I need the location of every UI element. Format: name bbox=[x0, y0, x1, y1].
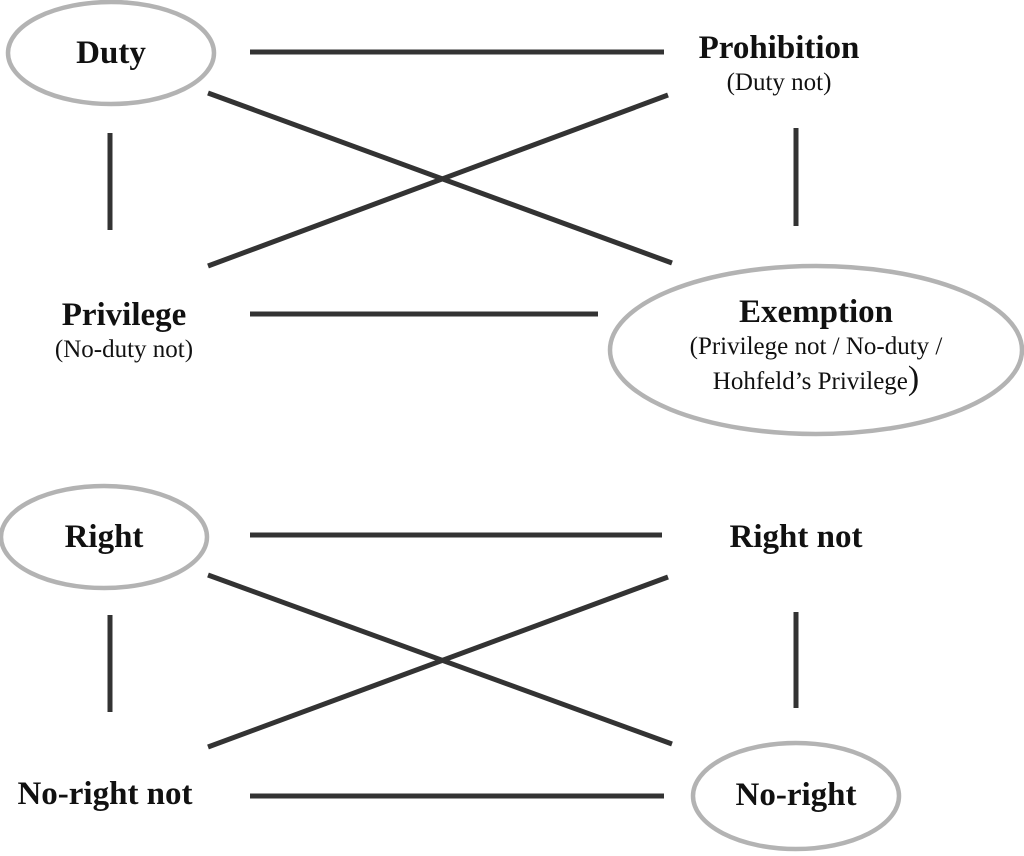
privilege-label: Privilege bbox=[61, 297, 187, 333]
privilege-prohibition-diagonal bbox=[207, 92, 669, 269]
duty-term: Duty bbox=[11, 34, 211, 72]
no-right-not-term: No-right not bbox=[0, 775, 210, 813]
exemption-gloss-line-2: Hohfeld’s Privilege bbox=[712, 368, 908, 395]
no-right-term: No-right bbox=[696, 776, 896, 814]
right-label: Right bbox=[64, 519, 144, 555]
privilege-term: Privilege (No-duty not) bbox=[4, 296, 244, 366]
exemption-label: Exemption bbox=[738, 294, 893, 330]
lower-square-highlights bbox=[0, 483, 902, 852]
privilege-gloss: (No-duty not) bbox=[54, 336, 194, 363]
prohibition-gloss: (Duty not) bbox=[726, 69, 832, 96]
right-term: Right bbox=[4, 518, 204, 556]
exemption-gloss-line-2-wrapper: Hohfeld’s Privilege) bbox=[626, 360, 1006, 398]
prohibition-term: Prohibition (Duty not) bbox=[664, 29, 894, 99]
prohibition-label: Prohibition bbox=[698, 30, 860, 66]
duty-label: Duty bbox=[76, 35, 146, 71]
right-oval bbox=[0, 483, 210, 591]
right-not-label: Right not bbox=[729, 519, 863, 555]
lower-square-connectors bbox=[107, 532, 799, 799]
right-not-term: Right not bbox=[686, 518, 906, 556]
no-right-label: No-right bbox=[735, 777, 857, 813]
no-right-not-label: No-right not bbox=[17, 776, 193, 812]
norightnot-rightnot-diagonal bbox=[207, 574, 669, 750]
exemption-gloss-close: ) bbox=[907, 360, 920, 397]
exemption-gloss-line-1: (Privilege not / No-duty / bbox=[689, 333, 943, 360]
noright-oval bbox=[690, 740, 902, 852]
duty-oval bbox=[5, 0, 217, 107]
exemption-term: Exemption (Privilege not / No-duty / Hoh… bbox=[626, 293, 1006, 398]
exemption-oval bbox=[607, 263, 1024, 437]
upper-square-connectors bbox=[107, 49, 799, 317]
upper-square-highlights bbox=[5, 0, 1024, 437]
